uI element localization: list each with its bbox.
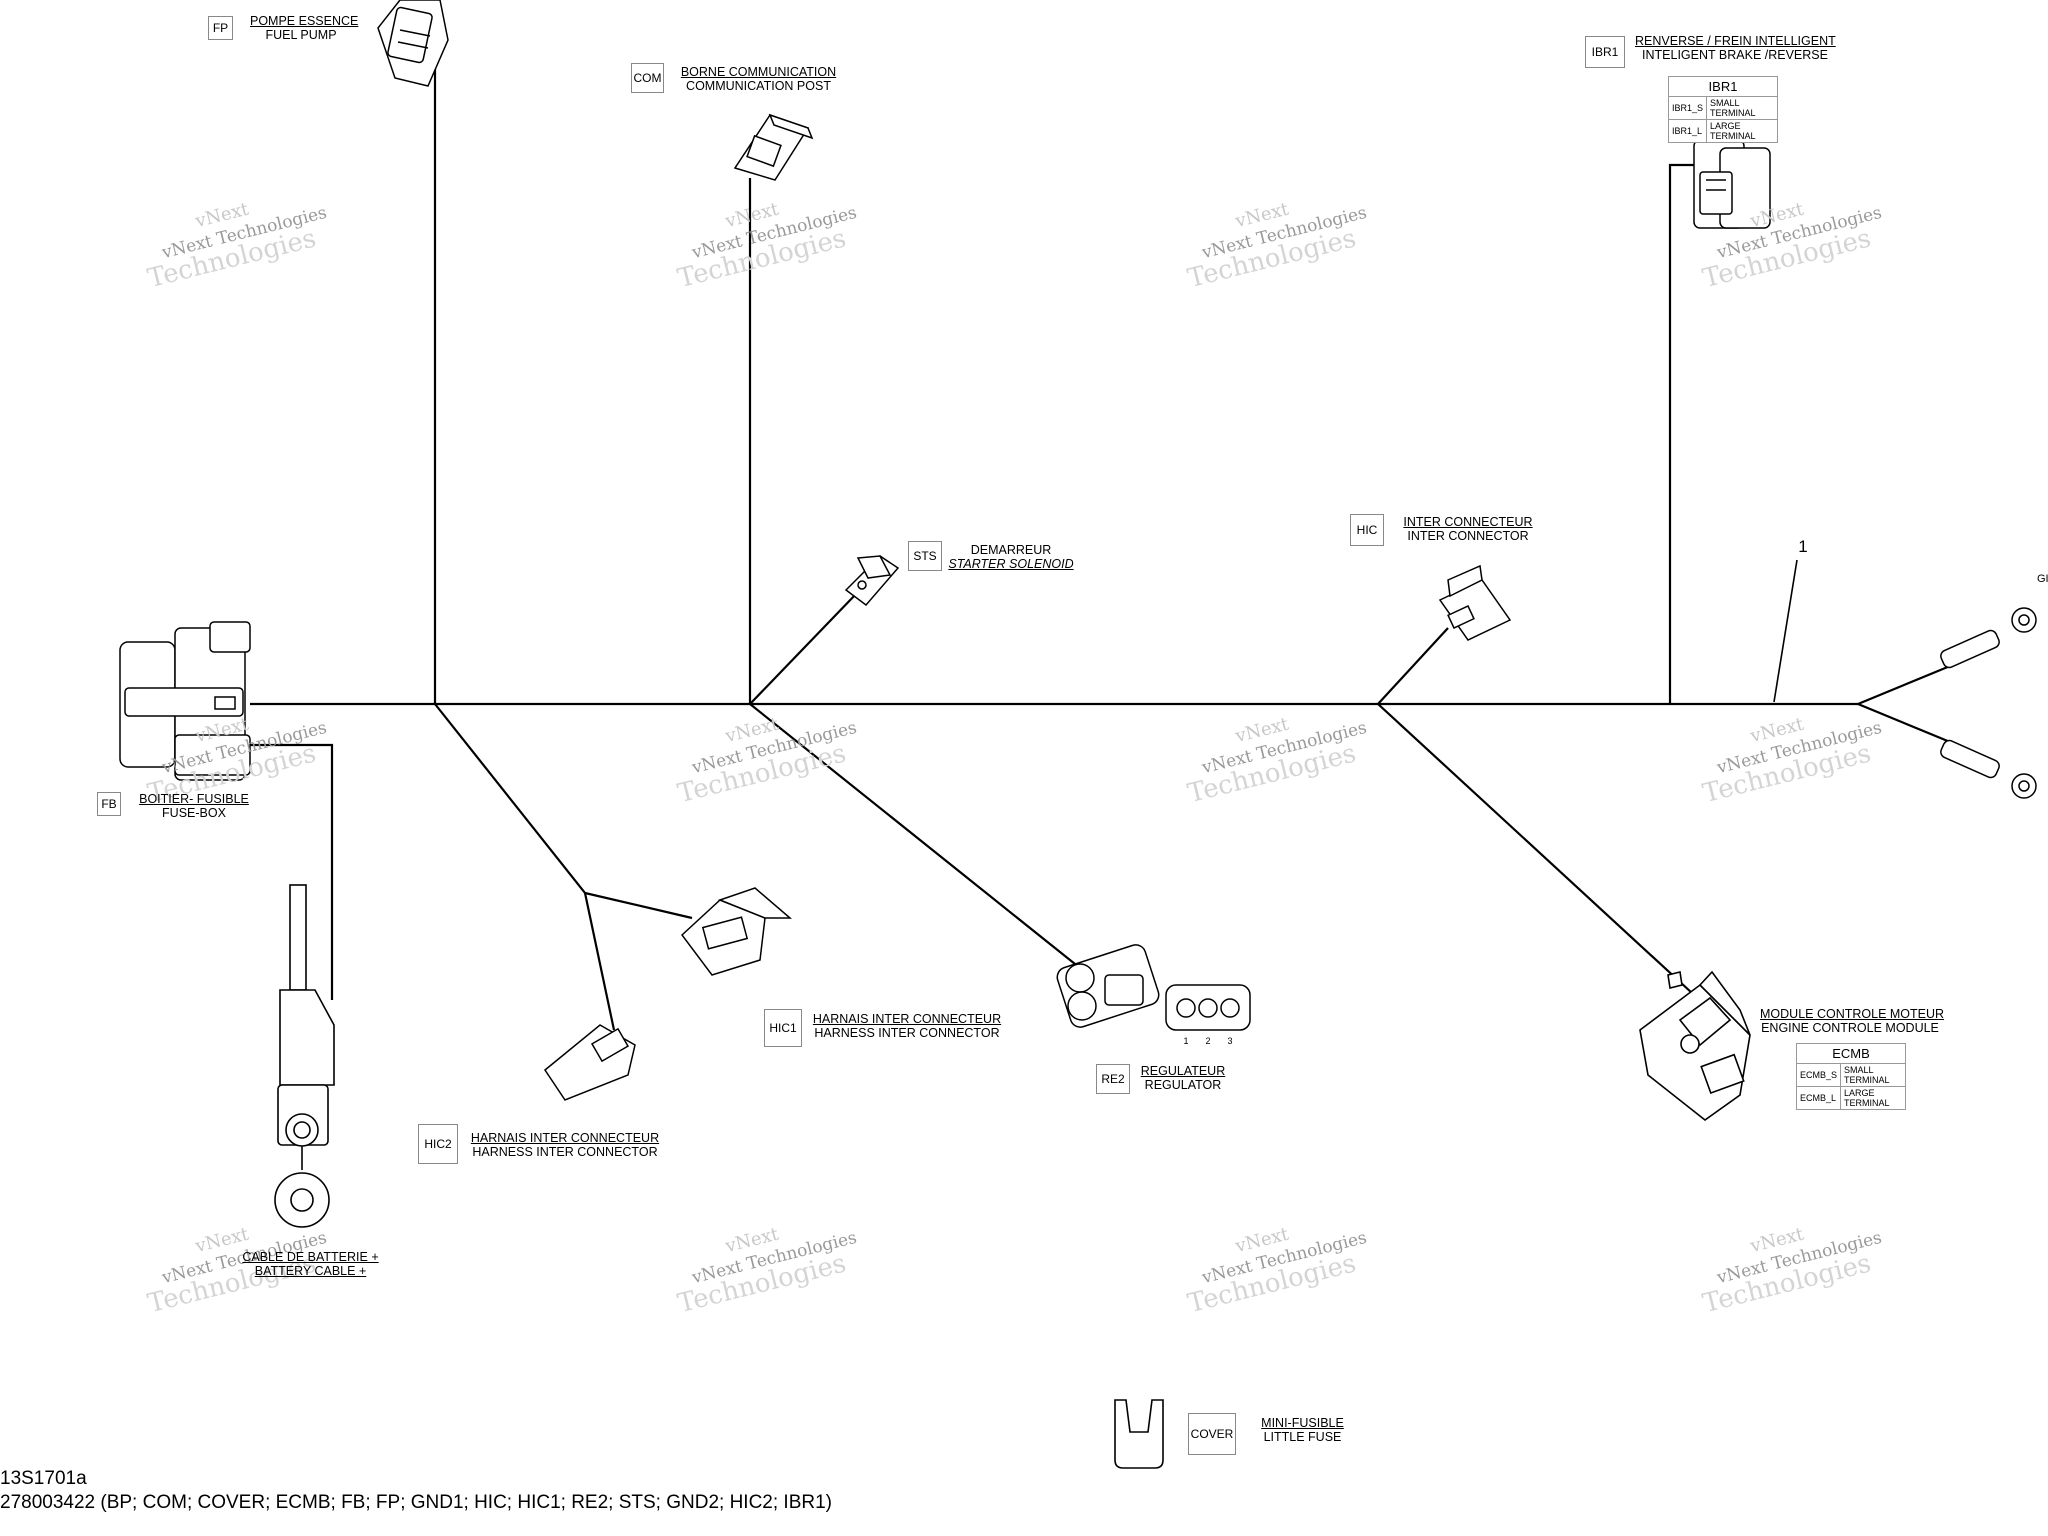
com-code-box: COM bbox=[631, 63, 664, 93]
mini-fuse-drawing bbox=[1114, 1399, 1164, 1469]
re2-pin-number: 1 bbox=[1183, 1036, 1189, 1046]
hic1-label: HARNAIS INTER CONNECTEUR HARNESS INTER C… bbox=[812, 1012, 1002, 1040]
figure-id: 13S1701a bbox=[0, 1468, 87, 1489]
ecmb-label: MODULE CONTROLE MOTEUR ENGINE CONTROLE M… bbox=[1760, 1007, 1945, 1035]
com-label-fr: BORNE COMMUNICATION bbox=[680, 65, 837, 79]
cover-code-box: COVER bbox=[1188, 1413, 1236, 1455]
hic1-label-fr: HARNAIS INTER CONNECTEUR bbox=[812, 1012, 1002, 1026]
re2-connector-drawing bbox=[1056, 944, 1160, 1028]
cover-label-fr: MINI-FUSIBLE bbox=[1261, 1416, 1344, 1430]
fb-label-en: FUSE-BOX bbox=[162, 806, 226, 820]
ibr1-table-header: IBR1 bbox=[1668, 76, 1778, 97]
ibr1-connector-drawing bbox=[1693, 139, 1771, 229]
re2-pin-number: 3 bbox=[1227, 1036, 1233, 1046]
gnd2-ring-terminal bbox=[1940, 739, 2037, 799]
re2-pin-number: 2 bbox=[1205, 1036, 1211, 1046]
hic2-label: HARNAIS INTER CONNECTEUR HARNESS INTER C… bbox=[470, 1131, 660, 1159]
ecmb-table-header: ECMB bbox=[1796, 1043, 1906, 1064]
re2-label: REGULATEUR REGULATOR bbox=[1138, 1064, 1228, 1092]
ibr1-table-cell: IBR1_S bbox=[1667, 96, 1708, 120]
fp-label-fr: POMPE ESSENCE bbox=[250, 14, 359, 28]
com-label-en: COMMUNICATION POST bbox=[686, 79, 831, 93]
hic1-label-en: HARNESS INTER CONNECTOR bbox=[814, 1026, 1000, 1040]
ecmb-branch-wire bbox=[1377, 703, 1706, 1006]
ecmb-label-fr: MODULE CONTROLE MOTEUR bbox=[1760, 1007, 1945, 1021]
battery-cable-drawing bbox=[274, 884, 335, 1228]
gnd-code-label: GI bbox=[2037, 573, 2048, 585]
fp-code-box: FP bbox=[208, 16, 233, 40]
sts-label-en: STARTER SOLENOID bbox=[948, 557, 1074, 571]
bp-label: CABLE DE BATTERIE + BATTERY CABLE + bbox=[238, 1250, 383, 1278]
hic2-label-en: HARNESS INTER CONNECTOR bbox=[472, 1145, 658, 1159]
bp-label-fr: CABLE DE BATTERIE + bbox=[242, 1250, 379, 1264]
gnd1-ring-terminal bbox=[1940, 607, 2037, 669]
re2-pin-face bbox=[1165, 984, 1251, 1031]
fp-label: POMPE ESSENCE FUEL PUMP bbox=[250, 14, 359, 42]
hic2-label-fr: HARNAIS INTER CONNECTEUR bbox=[470, 1131, 660, 1145]
hic-code-box: HIC bbox=[1350, 514, 1384, 546]
sts-code-box: STS bbox=[908, 541, 942, 571]
com-connector-drawing bbox=[733, 113, 814, 181]
ecmb-table-cell: SMALL TERMINAL bbox=[1840, 1063, 1906, 1087]
hic-connector-drawing bbox=[1438, 564, 1512, 641]
ibr1-label: RENVERSE / FREIN INTELLIGENT INTELIGENT … bbox=[1635, 34, 1836, 62]
fb-code-box: FB bbox=[97, 792, 121, 816]
hic2-code-box: HIC2 bbox=[418, 1124, 458, 1164]
com-label: BORNE COMMUNICATION COMMUNICATION POST bbox=[676, 65, 841, 93]
ecmb-table-cell: ECMB_S bbox=[1795, 1063, 1842, 1087]
sts-label-fr: DEMARREUR bbox=[970, 543, 1052, 557]
hic-label-en: INTER CONNECTOR bbox=[1407, 529, 1529, 543]
sts-connector-drawing bbox=[844, 555, 900, 607]
ibr1-label-fr: RENVERSE / FREIN INTELLIGENT bbox=[1635, 34, 1836, 48]
sts-branch-wire bbox=[749, 593, 857, 705]
hic-sub-wire bbox=[434, 703, 586, 894]
ibr1-table-cell: LARGE TERMINAL bbox=[1706, 119, 1778, 143]
fuel-pump-connector-drawing bbox=[377, 0, 449, 87]
hic-branch-wire bbox=[1377, 627, 1449, 705]
hic-label: INTER CONNECTEUR INTER CONNECTOR bbox=[1398, 515, 1538, 543]
fb-label: BOITIER- FUSIBLE FUSE-BOX bbox=[138, 792, 250, 820]
part-number-list: 278003422 (BP; COM; COVER; ECMB; FB; FP;… bbox=[0, 1492, 833, 1513]
re2-code-box: RE2 bbox=[1096, 1064, 1130, 1094]
ibr1-code-box: IBR1 bbox=[1585, 36, 1625, 68]
hic1-connector-drawing bbox=[680, 887, 793, 976]
fp-label-en: FUEL PUMP bbox=[265, 28, 337, 42]
bp-branch-wire bbox=[250, 743, 334, 1000]
cover-label: MINI-FUSIBLE LITTLE FUSE bbox=[1250, 1416, 1355, 1444]
callout-leader bbox=[1773, 559, 1798, 703]
bp-label-en: BATTERY CABLE + bbox=[254, 1264, 367, 1278]
ecmb-module-drawing bbox=[1639, 970, 1751, 1122]
cover-label-en: LITTLE FUSE bbox=[1263, 1430, 1342, 1444]
fb-label-fr: BOITIER- FUSIBLE bbox=[139, 792, 249, 806]
ibr1-table-cell: IBR1_L bbox=[1667, 119, 1708, 143]
callout-number: 1 bbox=[1798, 537, 1808, 556]
ibr1-table-cell: SMALL TERMINAL bbox=[1706, 96, 1778, 120]
hic-label-fr: INTER CONNECTEUR bbox=[1403, 515, 1533, 529]
hic2-branch-wire bbox=[583, 892, 616, 1031]
re2-branch-wire bbox=[749, 703, 1086, 973]
hic1-branch-wire bbox=[584, 891, 693, 920]
ecmb-table-cell: ECMB_L bbox=[1795, 1086, 1842, 1110]
sts-label: DEMARREUR STARTER SOLENOID bbox=[946, 543, 1076, 571]
ecmb-table-cell: LARGE TERMINAL bbox=[1840, 1086, 1906, 1110]
ibr1-branch-wire bbox=[1668, 163, 1700, 704]
ecmb-label-en: ENGINE CONTROLE MODULE bbox=[1761, 1021, 1939, 1035]
hic2-connector-drawing bbox=[543, 1024, 636, 1101]
re2-label-en: REGULATOR bbox=[1144, 1078, 1222, 1092]
gnd2-wire bbox=[1857, 702, 1956, 746]
gnd1-wire bbox=[1857, 662, 1956, 706]
hic1-code-box: HIC1 bbox=[764, 1009, 802, 1047]
re2-label-fr: REGULATEUR bbox=[1140, 1064, 1226, 1078]
fuse-box-drawing bbox=[119, 621, 251, 781]
ibr1-label-en: INTELIGENT BRAKE /REVERSE bbox=[1642, 48, 1828, 62]
